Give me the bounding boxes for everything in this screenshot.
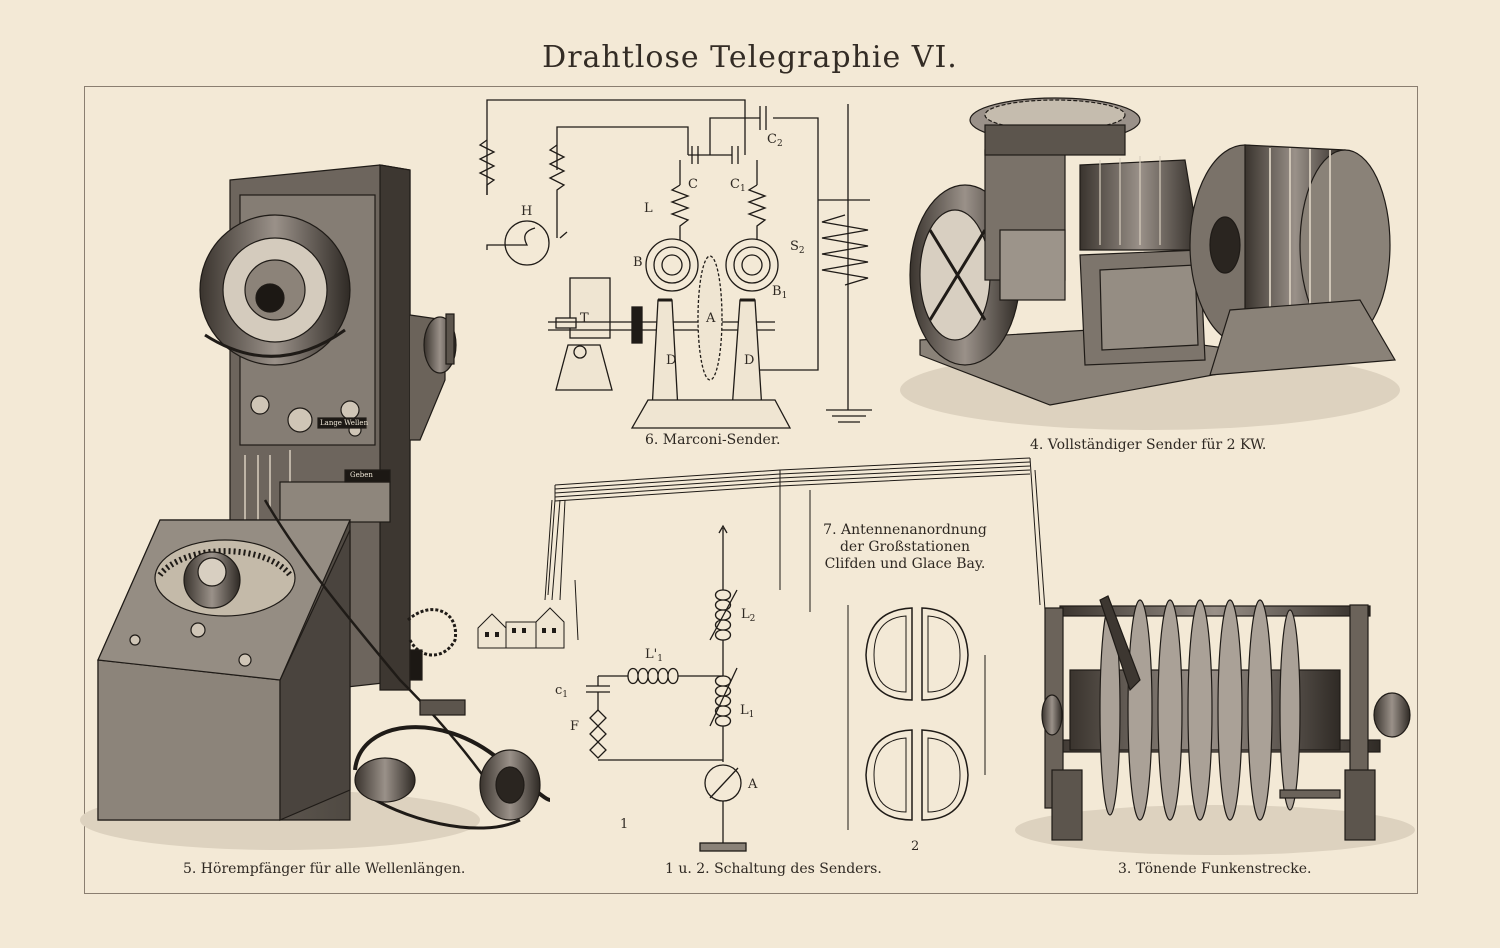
circuit-label-f: F — [570, 719, 580, 734]
receiver-label-lange-wellen: Lange Wellen — [320, 419, 369, 427]
marconi-label-b1: B1 — [772, 284, 788, 301]
circuit-label-l2: L2 — [741, 607, 756, 624]
marconi-label-a: A — [706, 311, 716, 326]
marconi-sender-diagram — [478, 99, 872, 429]
marconi-label-d-left: D — [666, 353, 677, 368]
marconi-label-s2: S2 — [790, 239, 805, 256]
circuit-label-l1-prime: L'1 — [645, 647, 663, 664]
circuit-label-l1: L1 — [740, 703, 755, 720]
caption-fig7-line1: 7. Antennenanordnung — [823, 522, 987, 538]
receiver-illustration — [80, 164, 551, 850]
circuit-label-a: A — [748, 777, 758, 792]
marconi-label-t: T — [580, 311, 589, 326]
caption-fig4: 4. Vollständiger Sender für 2 KW. — [1030, 437, 1267, 453]
marconi-label-l: L — [644, 201, 653, 216]
caption-fig7-line3: Clifden und Glace Bay. — [824, 556, 986, 572]
marconi-label-c2: C2 — [767, 132, 783, 149]
marconi-label-c: C — [688, 177, 698, 192]
caption-fig5: 5. Hörempfänger für alle Wellenlängen. — [183, 861, 466, 877]
marconi-label-h: H — [521, 204, 533, 219]
caption-fig1-2: 1 u. 2. Schaltung des Senders. — [665, 861, 882, 877]
figure-number-1: 1 — [620, 817, 629, 832]
transmitter-circuit-diagram — [586, 524, 747, 852]
spark-gap-illustration — [1015, 595, 1415, 855]
marconi-label-b: B — [633, 255, 643, 270]
circuit-label-c1: c1 — [555, 683, 569, 700]
caption-fig7-line2: der Großstationen — [839, 539, 971, 555]
antenna-arrangement-diagram — [477, 457, 1046, 830]
receiver-label-geben: Geben — [350, 471, 373, 479]
caption-fig3: 3. Tönende Funkenstrecke. — [1118, 861, 1312, 877]
figure-number-2: 2 — [911, 839, 920, 854]
plate-frame — [84, 86, 1418, 894]
caption-fig6: 6. Marconi-Sender. — [645, 432, 781, 448]
transmitter-2kw-illustration — [900, 97, 1400, 430]
caption-fig7: 7. Antennenanordnung der Großstationen C… — [820, 522, 990, 573]
marconi-label-c1: C1 — [730, 177, 746, 194]
marconi-label-d-right: D — [744, 353, 755, 368]
plate-title: Drahtlose Telegraphie VI. — [542, 40, 958, 75]
